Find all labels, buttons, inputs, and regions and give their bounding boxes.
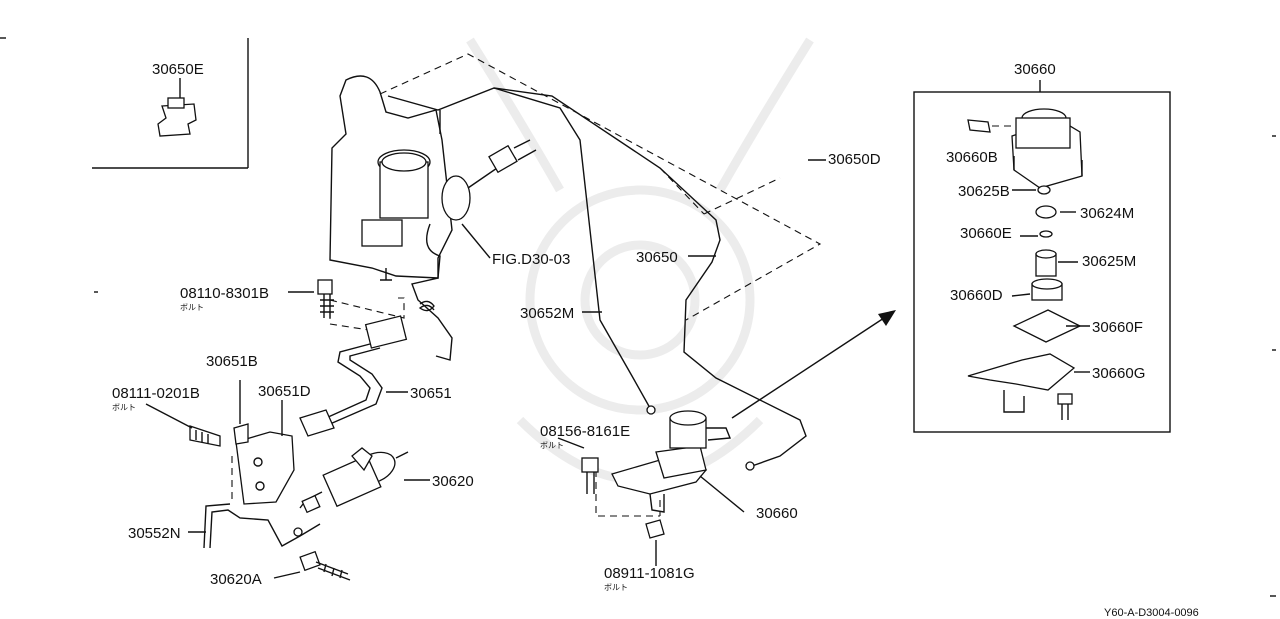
label-bolt-08156: 08156-8161E <box>540 423 630 440</box>
label-30650: 30650 <box>636 249 678 266</box>
label-30651B: 30651B <box>206 353 258 370</box>
label-nut-08911-sub: ボルト <box>604 583 628 592</box>
detail-box-30660 <box>913 80 1171 433</box>
master-cylinder-assembly <box>329 75 537 361</box>
label-nut-08911: 08911-1081G <box>604 565 695 582</box>
label-30660-box: 30660 <box>1014 61 1056 78</box>
tube-30651 <box>299 315 408 437</box>
label-30660F: 30660F <box>1092 319 1143 336</box>
label-30660D: 30660D <box>950 287 1003 304</box>
label-bolt-08110-sub: ボルト <box>180 303 204 312</box>
inset-30650E <box>0 37 249 169</box>
label-30660B: 30660B <box>946 149 998 166</box>
label-30650E: 30650E <box>152 61 204 78</box>
slave-cylinder-30620 <box>299 447 430 514</box>
label-30651: 30651 <box>410 385 452 402</box>
label-30625M: 30625M <box>1082 253 1136 270</box>
label-30652M: 30652M <box>520 305 574 322</box>
bolt-30620A <box>273 550 351 581</box>
label-30660E: 30660E <box>960 225 1012 242</box>
label-30660-main: 30660 <box>756 505 798 522</box>
label-30624M: 30624M <box>1080 205 1134 222</box>
drawing-code: Y60-A-D3004-0096 <box>1104 607 1199 619</box>
label-30660G: 30660G <box>1092 365 1145 382</box>
edge-ticks <box>94 135 1276 597</box>
label-30650D: 30650D <box>828 151 881 168</box>
label-30620A: 30620A <box>210 571 262 588</box>
valve-30660 <box>557 410 745 539</box>
label-30552N: 30552N <box>128 525 181 542</box>
label-30625B: 30625B <box>958 183 1010 200</box>
label-30620: 30620 <box>432 473 474 490</box>
detail-arrow <box>731 310 896 419</box>
label-bolt-08110: 08110-8301B <box>180 285 269 302</box>
clip-30650E <box>157 103 197 137</box>
label-bolt-08111: 08111-0201B <box>112 385 200 402</box>
pipe-30650 <box>387 87 807 471</box>
label-30651D: 30651D <box>258 383 311 400</box>
label-bolt-08156-sub: ボルト <box>540 441 564 450</box>
hose-30552N <box>188 503 321 549</box>
label-bolt-08111-sub: ボルト <box>112 403 136 412</box>
bracket-30651D <box>145 380 295 505</box>
label-fig-ref: FIG.D30-03 <box>492 251 570 268</box>
bolt-08110 <box>288 279 334 318</box>
